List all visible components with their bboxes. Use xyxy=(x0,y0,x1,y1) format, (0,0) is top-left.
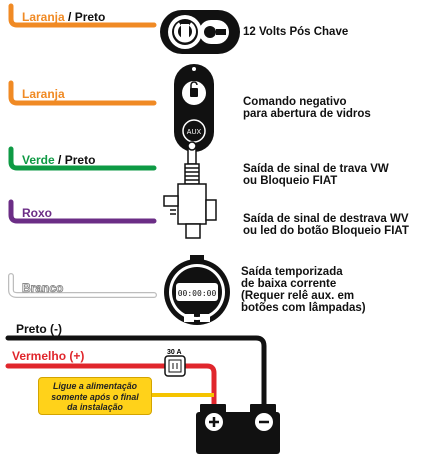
wire-secondary-color: Preto xyxy=(64,153,96,167)
battery-icon xyxy=(196,404,280,454)
wire-primary-color: Branco xyxy=(22,281,64,296)
installation-warning-note: Ligue a alimentação somente após o final… xyxy=(38,377,152,415)
wire-separator: / xyxy=(64,10,75,24)
description-line: ou Bloqueio FIAT xyxy=(243,175,338,187)
wire-label-white: Branco xyxy=(22,281,64,296)
description-line: Saída temporizada xyxy=(241,266,343,278)
description-line: Comando negativo xyxy=(243,96,347,108)
fuse-rating-label: 30 A xyxy=(167,349,182,356)
lock-actuator-icon xyxy=(163,141,217,239)
description-line: 12 Volts Pós Chave xyxy=(243,26,349,38)
wire-orange xyxy=(8,80,157,106)
wire-white xyxy=(9,274,156,297)
description-ignition: 12 Volts Pós Chave xyxy=(243,26,348,38)
stopwatch-icon xyxy=(164,255,230,325)
ignition-key-icon xyxy=(160,10,240,54)
wire-label-orange: Laranja xyxy=(22,87,65,101)
note-line: somente após o final xyxy=(51,391,139,402)
description-window-command: Comando negativo para abertura de vidros xyxy=(243,96,371,120)
negative-wire-label: Preto (-) xyxy=(16,322,62,336)
wire-primary-color: Laranja xyxy=(22,10,65,24)
description-lock: Saída de sinal de trava VW ou Bloqueio F… xyxy=(243,163,389,187)
stopwatch-display: 00:00:00 xyxy=(178,289,217,298)
wire-primary-color: Laranja xyxy=(22,87,65,101)
fuse-icon xyxy=(164,355,186,377)
wire-label-purple: Roxo xyxy=(22,206,52,220)
remote-aux-label: AUX xyxy=(187,129,202,136)
wire-red-positive xyxy=(5,363,217,415)
description-line: para abertura de vidros xyxy=(243,108,371,120)
wire-black-negative xyxy=(5,335,267,415)
wire-label-orange-black: Laranja / Preto xyxy=(22,10,105,24)
wire-primary-color: Roxo xyxy=(22,206,52,220)
wire-orange-black xyxy=(8,3,157,28)
wire-green-black xyxy=(8,146,157,171)
wire-secondary-color: Preto xyxy=(74,10,106,24)
description-line: (Requer relê aux. em xyxy=(241,290,355,302)
wire-separator: / xyxy=(54,153,65,167)
note-line: Ligue a alimentação xyxy=(52,381,138,391)
description-line: Saída de sinal de trava VW xyxy=(243,163,389,175)
wire-label-green-black: Verde / Preto xyxy=(22,153,95,167)
wire-purple xyxy=(8,199,157,224)
description-unlock: Saída de sinal de destrava WV ou led do … xyxy=(243,213,409,237)
remote-control-icon xyxy=(174,64,214,152)
description-timed-output: Saída temporizada de baixa corrente (Req… xyxy=(241,266,366,314)
description-line: ou led do botão Bloqueio FIAT xyxy=(243,225,409,237)
description-line: de baixa corrente xyxy=(241,278,337,290)
note-line: da instalação xyxy=(67,402,123,412)
description-line: botões com lâmpadas) xyxy=(241,302,366,314)
wire-primary-color: Verde xyxy=(22,153,55,167)
positive-wire-label: Vermelho (+) xyxy=(12,349,85,363)
description-line: Saída de sinal de destrava WV xyxy=(243,213,409,225)
